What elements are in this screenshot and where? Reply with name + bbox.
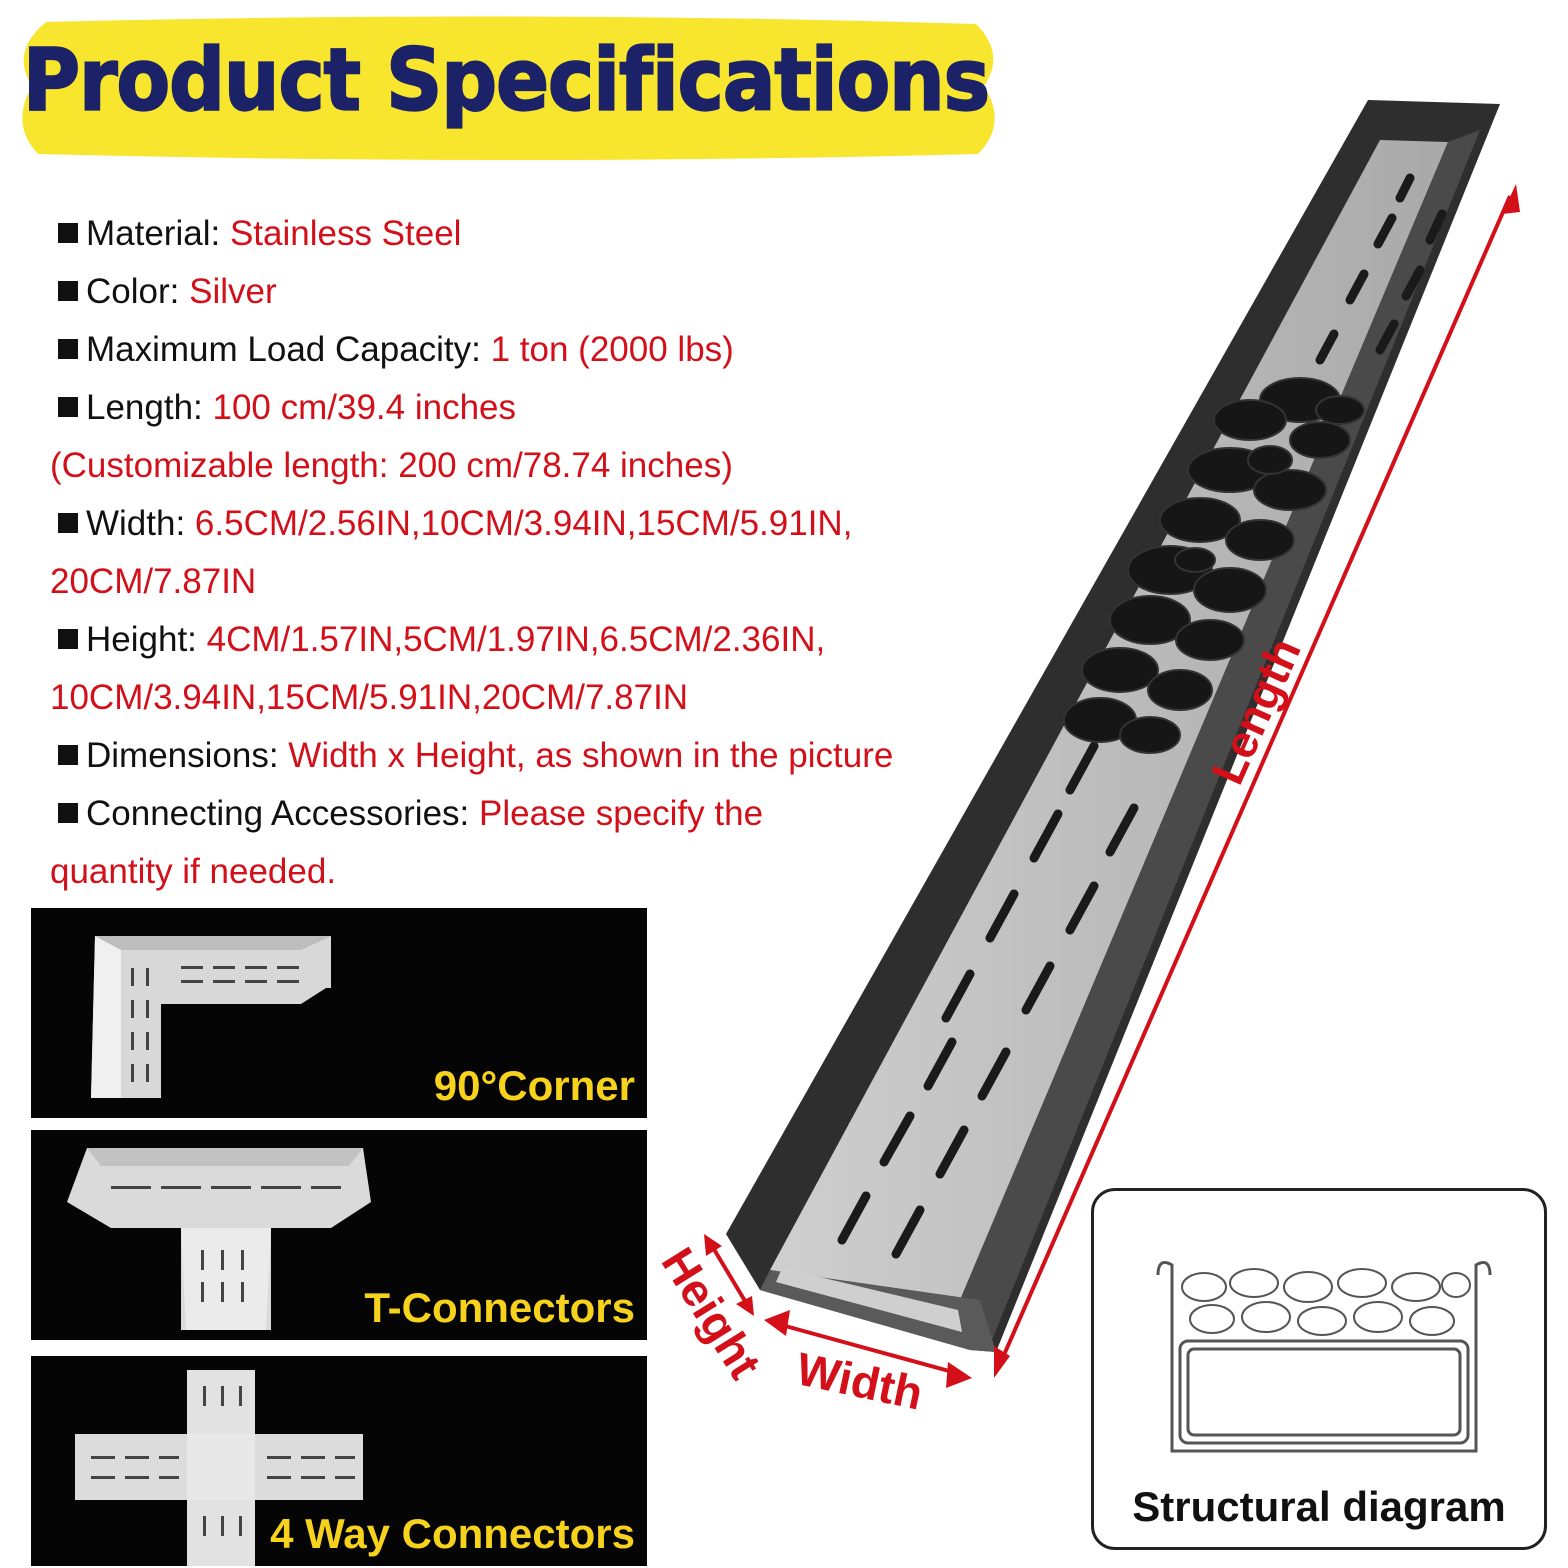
spec-label: Color: <box>86 272 190 311</box>
accessory-label: 90°Corner <box>433 1062 635 1109</box>
page-title: Product Specifications <box>22 30 991 131</box>
spec-label: Material: <box>86 214 230 253</box>
spec-value-continued: 10CM/3.94IN,15CM/5.91IN,20CM/7.87IN <box>50 678 689 717</box>
spec-row: Width: 6.5CM/2.56IN,10CM/3.94IN,15CM/5.9… <box>50 495 1000 553</box>
spec-row: Maximum Load Capacity: 1 ton (2000 lbs) <box>50 321 1000 379</box>
bullet-square-icon <box>58 281 78 301</box>
four-way-connector-icon <box>75 1370 363 1566</box>
spec-label: Length: <box>86 388 213 427</box>
accessory-label: T-Connectors <box>364 1284 635 1331</box>
bullet-square-icon <box>58 513 78 533</box>
title-banner: Product Specifications <box>16 14 996 164</box>
bullet-square-icon <box>58 629 78 649</box>
structural-diagram-card: Structural diagram <box>1091 1188 1547 1550</box>
structural-diagram-icon <box>1156 1261 1492 1453</box>
bullet-square-icon <box>58 803 78 823</box>
bullet-square-icon <box>58 397 78 417</box>
accessory-panel-t: T-Connectors <box>31 1130 647 1340</box>
bullet-square-icon <box>58 745 78 765</box>
spec-value-continued: (Customizable length: 200 cm/78.74 inche… <box>50 446 733 485</box>
bullet-square-icon <box>58 339 78 359</box>
spec-label: Height: <box>86 620 207 659</box>
spec-value: Please specify the <box>478 794 764 833</box>
bullet-square-icon <box>58 223 78 243</box>
spec-row: Color: Silver <box>50 263 1000 321</box>
spec-label: Width: <box>86 504 195 543</box>
spec-row: Height: 4CM/1.57IN,5CM/1.97IN,6.5CM/2.36… <box>50 611 1000 669</box>
spec-value: 6.5CM/2.56IN,10CM/3.94IN,15CM/5.91IN, <box>194 504 853 543</box>
spec-row: Connecting Accessories: Please specify t… <box>50 785 1000 843</box>
accessory-panel-4way: 4 Way Connectors <box>31 1356 647 1566</box>
spec-value: 1 ton (2000 lbs) <box>490 330 734 369</box>
spec-value: Silver <box>189 272 277 311</box>
spec-value: 4CM/1.57IN,5CM/1.97IN,6.5CM/2.36IN, <box>206 620 826 659</box>
length-label: Length <box>1200 630 1311 792</box>
spec-value-continued: 20CM/7.87IN <box>50 562 257 601</box>
spec-row: Material: Stainless Steel <box>50 205 1000 263</box>
width-label: Width <box>791 1342 928 1420</box>
corner-connector-icon <box>91 936 331 1098</box>
spec-label: Dimensions: <box>86 736 289 775</box>
spec-value: Stainless Steel <box>229 214 462 253</box>
height-label: Height <box>651 1238 772 1388</box>
t-connector-icon <box>67 1148 371 1330</box>
spec-value: 100 cm/39.4 inches <box>212 388 517 427</box>
spec-row: Length: 100 cm/39.4 inches <box>50 379 1000 437</box>
spec-row: Dimensions: Width x Height, as shown in … <box>50 727 1000 785</box>
accessory-label: 4 Way Connectors <box>270 1510 635 1557</box>
spec-label: Maximum Load Capacity: <box>86 330 491 369</box>
accessory-panel-corner: 90°Corner <box>31 908 647 1118</box>
spec-value-continued: quantity if needed. <box>50 852 337 891</box>
spec-label: Connecting Accessories: <box>86 794 479 833</box>
structural-diagram-label: Structural diagram <box>1132 1483 1506 1530</box>
spec-value: Width x Height, as shown in the picture <box>288 736 894 775</box>
